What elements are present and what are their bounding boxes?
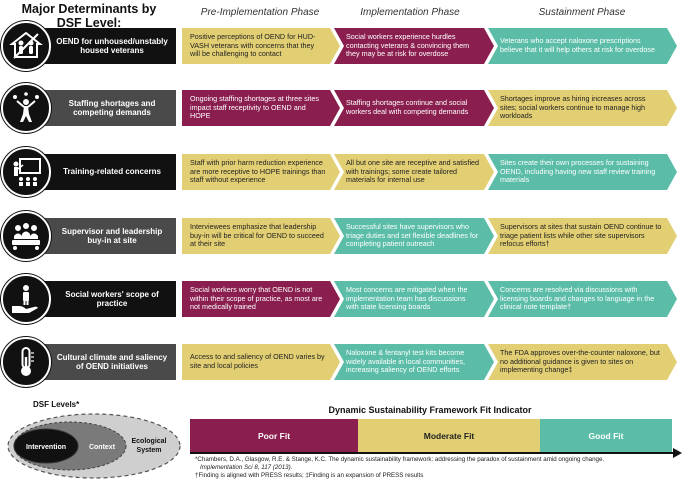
pre-implementation-cell: Social workers worry that OEND is not wi… [182, 281, 340, 317]
determinant-label: OEND for unhoused/unstably housed vetera… [28, 28, 176, 64]
sustainment-cell: Shortages improve as hiring increases ac… [488, 90, 677, 126]
thermometer-icon [1, 337, 51, 387]
pre-implementation-cell: Staff with prior harm reduction experien… [182, 154, 340, 190]
sustainment-cell: Sites create their own processes for sus… [488, 154, 677, 190]
intervention-core [13, 428, 79, 464]
footnote-citation: *Chambers, D.A., Glasgow, R.E. & Stange,… [195, 456, 605, 463]
determinant-row-oend-unhoused: OEND for unhoused/unstably housed vetera… [0, 20, 685, 72]
dsf-level-system: System [137, 447, 162, 454]
determinant-label: Social workers' scope of practice [28, 281, 176, 317]
fit-segment-poor: Poor Fit [190, 419, 358, 453]
footnote-press: †Finding is aligned with PRESS results; … [195, 472, 424, 479]
pre-implementation-cell: Ongoing staffing shortages at three site… [182, 90, 340, 126]
presentation-training-icon [1, 147, 51, 197]
fit-indicator-arrow-head [673, 448, 682, 458]
determinant-label: Staffing shortages and competing demands [28, 90, 176, 126]
implementation-cell: Social workers experience hurdles contac… [334, 28, 494, 64]
dsf-level-ecological: Ecological [131, 438, 166, 445]
determinant-label: Training-related concerns [28, 154, 176, 190]
fit-segment-good: Good Fit [540, 419, 672, 453]
pre-implementation-cell: Positive perceptions of OEND for HUD-VAS… [182, 28, 340, 64]
determinant-label: Supervisor and leadership buy-in at site [28, 218, 176, 254]
dsf-levels-diagram: Intervention Context Ecological System [7, 413, 181, 479]
hand-person-icon [1, 274, 51, 324]
implementation-cell: Successful sites have supervisors who tr… [334, 218, 494, 254]
phase-header-implementation: Implementation Phase [360, 7, 460, 18]
footnote-journal: Implementation Sci 8, 117 (2013). [200, 464, 293, 471]
fit-segment-moderate: Moderate Fit [358, 419, 540, 453]
pre-implementation-cell: Access to and saliency of OEND varies by… [182, 344, 340, 380]
implementation-cell: Most concerns are mitigated when the imp… [334, 281, 494, 317]
implementation-cell: Staffing shortages continue and social w… [334, 90, 494, 126]
determinant-label: Cultural climate and saliency of OEND in… [28, 344, 176, 380]
dsf-levels-title: DSF Levels* [33, 400, 80, 409]
determinant-row-scope-of-practice: Social workers' scope of practice Social… [0, 273, 685, 325]
fit-indicator-title: Dynamic Sustainability Framework Fit Ind… [328, 405, 532, 415]
implementation-cell: Naloxone & fentanyl test kits become wid… [334, 344, 494, 380]
phase-header-pre: Pre-Implementation Phase [200, 7, 320, 18]
phase-header-sustainment: Sustainment Phase [538, 7, 626, 18]
sustainment-cell: Veterans who accept naloxone prescriptio… [488, 28, 677, 64]
sustainment-cell: Concerns are resolved via discussions wi… [488, 281, 677, 317]
juggling-person-icon [1, 83, 51, 133]
pre-implementation-cell: Interviewees emphasize that leadership b… [182, 218, 340, 254]
determinant-row-cultural-climate: Cultural climate and saliency of OEND in… [0, 336, 685, 388]
dsf-level-intervention: Intervention [26, 444, 66, 451]
meeting-group-icon [1, 211, 51, 261]
implementation-cell: All but one site are receptive and satis… [334, 154, 494, 190]
determinant-row-training: Training-related concerns Staff with pri… [0, 146, 685, 198]
page-title: Major Determinants by DSF Level: [21, 2, 157, 30]
determinant-row-staffing: Staffing shortages and competing demands… [0, 82, 685, 134]
determinant-row-supervisor-buy-in: Supervisor and leadership buy-in at site… [0, 210, 685, 262]
sustainment-cell: Supervisors at sites that sustain OEND c… [488, 218, 677, 254]
sustainment-cell: The FDA approves over-the-counter naloxo… [488, 344, 677, 380]
dsf-level-context: Context [89, 444, 116, 451]
fit-indicator-arrow-line [190, 452, 675, 454]
unhoused-veterans-icon [1, 21, 51, 71]
